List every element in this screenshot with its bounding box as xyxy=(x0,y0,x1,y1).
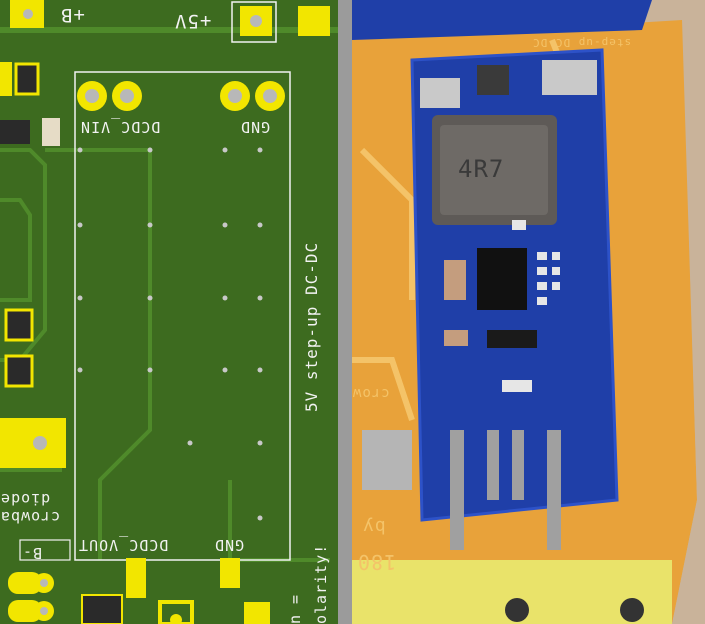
ic-chip xyxy=(477,248,527,310)
assembled-board-photo: 4R7 step-up DC-DC crow by 180 xyxy=(352,0,705,624)
inductor-marking: 4R7 xyxy=(458,155,505,183)
pin-2 xyxy=(547,430,561,550)
module-outline xyxy=(74,71,291,561)
board-text-2: crow xyxy=(352,385,390,401)
pin-1 xyxy=(450,430,464,550)
board-text-4: 180 xyxy=(357,550,397,574)
photo-graphics xyxy=(352,0,705,624)
dcdc-vout-label: DCDC_VOUT xyxy=(78,536,169,554)
gnd-bottom-label: GND xyxy=(214,536,245,554)
pcb-layout-render: +B +5V DCDC_VIN GND 5V step-up DC-DC GND… xyxy=(0,0,338,624)
plus-5v-label: +5V xyxy=(174,10,212,32)
b-minus-label: B- xyxy=(22,544,43,562)
crowbar-label: crowba xyxy=(0,508,61,526)
pcb-graphics xyxy=(0,0,338,624)
board-text-3: by xyxy=(362,516,386,537)
board-text-1: step-up DC-DC xyxy=(532,36,632,49)
plus-b-label: +B xyxy=(60,4,85,26)
module-title: 5V step-up DC-DC xyxy=(302,241,321,412)
diode-label: diode xyxy=(0,490,51,508)
right-pad xyxy=(298,6,330,36)
panel-divider xyxy=(338,0,352,624)
dcdc-vin-label: DCDC_VIN xyxy=(80,118,161,136)
edge-text-1: n = xyxy=(286,593,304,624)
edge-text-2: olarity! xyxy=(312,543,330,624)
gnd-top-label: GND xyxy=(240,118,271,136)
